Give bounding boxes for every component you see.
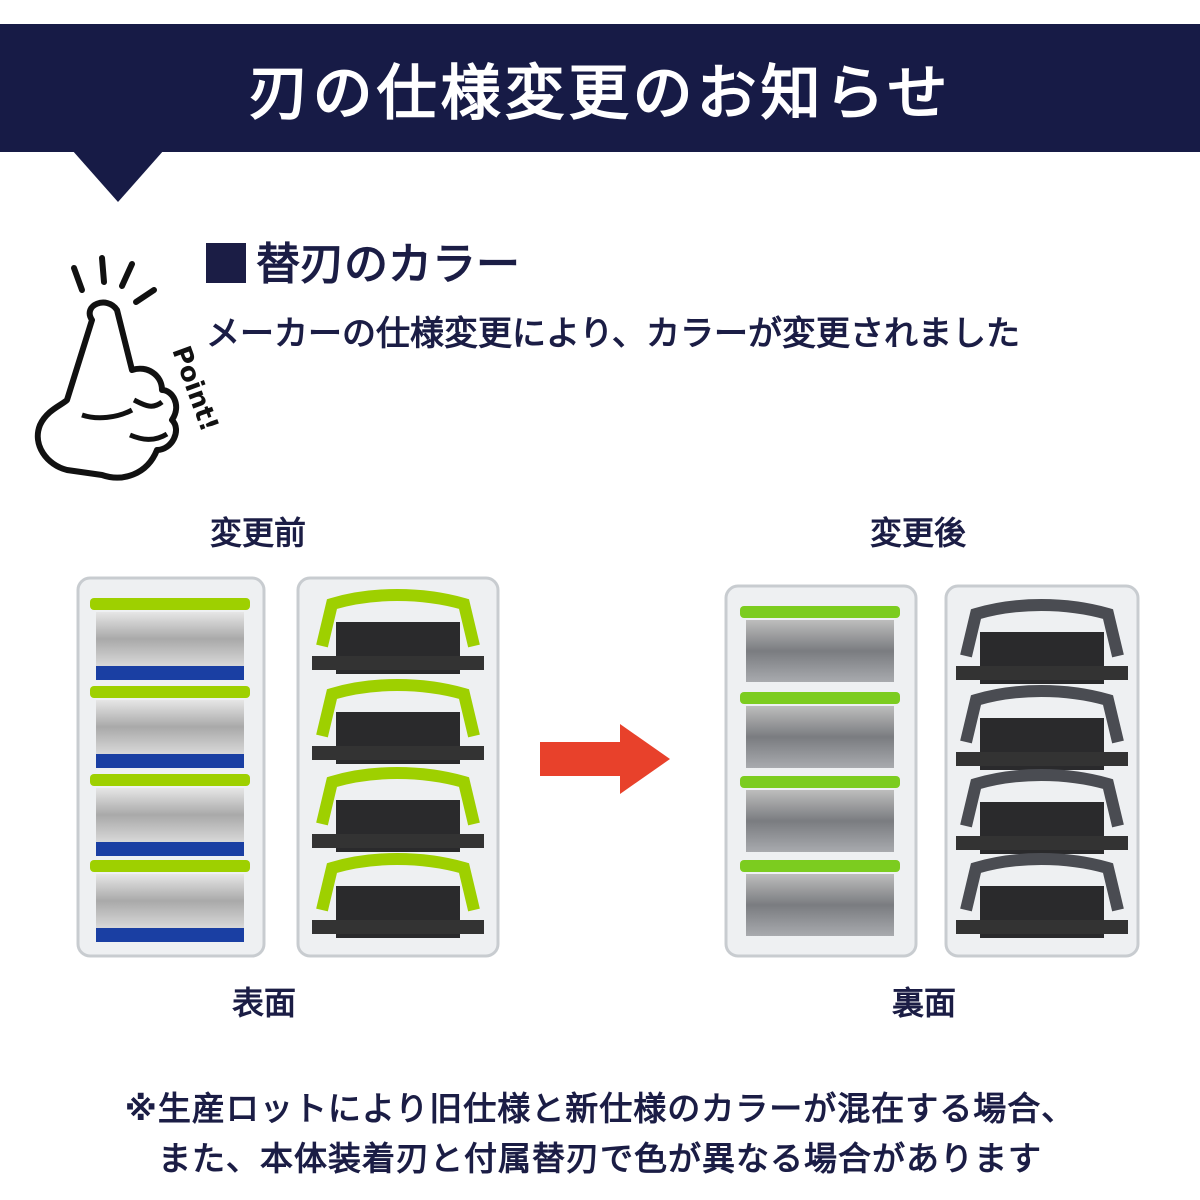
section-heading-text: 替刃のカラー (256, 239, 520, 290)
pointing-hand-icon: Point! (34, 255, 224, 481)
front-side-label: 表面 (232, 984, 297, 1022)
back-side-label: 裏面 (892, 984, 957, 1022)
hand-shape (34, 299, 180, 481)
square-bullet-icon (206, 243, 246, 283)
before-cartridges-photo (76, 576, 500, 958)
banner-title: 刃の仕様変更のお知らせ (248, 58, 952, 129)
banner-notch (72, 150, 164, 202)
after-label: 変更後 (870, 514, 967, 552)
footnote-line-2: また、本体装着刃と付属替刃で色が異なる場合があります (158, 1139, 1042, 1178)
section-description: メーカーの仕様変更により、カラーが変更されました (206, 314, 1020, 354)
back-cartridges (312, 589, 484, 938)
after-cartridges-photo (724, 584, 1140, 958)
front-cartridges (90, 598, 250, 942)
back-cartridges (956, 599, 1128, 938)
front-cartridges (740, 606, 900, 936)
right-arrow-icon (540, 724, 670, 794)
footnote-line-1: ※生産ロットにより旧仕様と新仕様のカラーが混在する場合、 (124, 1089, 1076, 1128)
title-banner: 刃の仕様変更のお知らせ (0, 24, 1200, 152)
before-label: 変更前 (210, 514, 307, 552)
section-heading: 替刃のカラー (206, 228, 520, 292)
